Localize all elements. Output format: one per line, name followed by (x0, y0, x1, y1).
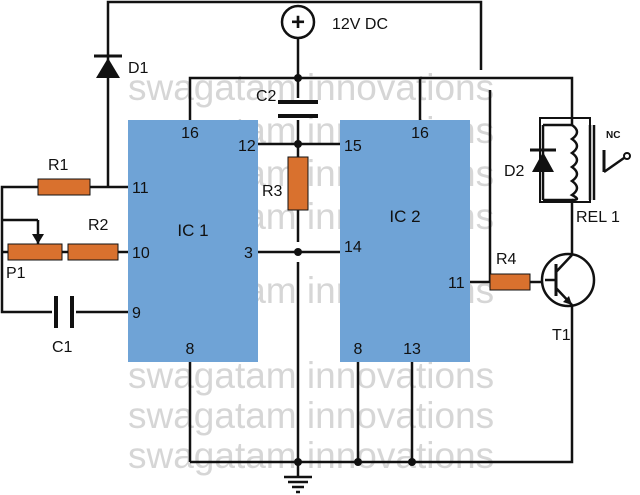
ic1-box (128, 120, 258, 362)
watermark-line: swagatam innovations (128, 435, 494, 476)
ic1-label: IC 1 (177, 221, 208, 240)
junction-dots (294, 74, 416, 466)
d1-label: D1 (128, 60, 149, 77)
diode-d2 (530, 117, 591, 203)
supply-terminal: + (280, 4, 316, 40)
diode-d1 (94, 54, 122, 78)
t1-label: T1 (552, 327, 571, 344)
ic1-pin-8: 8 (186, 341, 195, 358)
resistor-r3 (287, 156, 309, 211)
ic2-pin-16: 16 (411, 125, 429, 142)
resistor-r2 (67, 243, 119, 261)
d1-supply-wire (106, 0, 483, 187)
ic1-pin-10: 10 (132, 245, 150, 262)
watermark-line: swagatam innovations (128, 395, 494, 436)
c2-label: C2 (256, 88, 277, 105)
ic2-pin-11: 11 (448, 275, 465, 292)
ic1-pin-16: 16 (181, 125, 199, 142)
ic1-pin-11: 11 (132, 180, 149, 197)
ic2-pin-14: 14 (344, 239, 362, 256)
p1-wiper-arrow-icon (32, 234, 44, 244)
plus-icon: + (291, 9, 305, 36)
potentiometer-p1 (7, 243, 63, 261)
capacitor-c2 (278, 100, 318, 118)
capacitor-c1 (54, 296, 74, 328)
relay-contact (602, 150, 631, 174)
vcc-bus (188, 76, 574, 125)
ic1-pin-12: 12 (238, 138, 256, 155)
supply-label: 12V DC (332, 16, 388, 33)
ic2-pin-8: 8 (354, 341, 363, 358)
ground-symbol (284, 475, 312, 494)
ic1-pin-9: 9 (132, 305, 141, 322)
d2-label: D2 (504, 163, 525, 180)
r3-label: R3 (262, 183, 283, 200)
ic2-pin-13: 13 (403, 341, 421, 358)
relay-bottom-wire (543, 198, 574, 255)
emitter-arrow-icon (563, 296, 572, 305)
ic2-pin-15: 15 (344, 138, 362, 155)
p1-label: P1 (6, 265, 26, 282)
ic2-box (340, 120, 470, 362)
ic2-label: IC 2 (389, 207, 420, 226)
relay-label: REL 1 (576, 209, 620, 226)
transistor-t1 (540, 252, 596, 308)
resistor-r4 (489, 273, 531, 291)
ic1-pin-3: 3 (244, 245, 253, 262)
ground-bus (190, 305, 574, 464)
resistor-r1 (37, 178, 91, 196)
c1-label: C1 (52, 339, 73, 356)
left-loop-wire (0, 185, 52, 314)
nc-label: NC (606, 130, 620, 141)
r2-label: R2 (88, 217, 109, 234)
r4-label: R4 (496, 251, 517, 268)
r1-label: R1 (48, 157, 69, 174)
relay-coil (569, 123, 596, 202)
